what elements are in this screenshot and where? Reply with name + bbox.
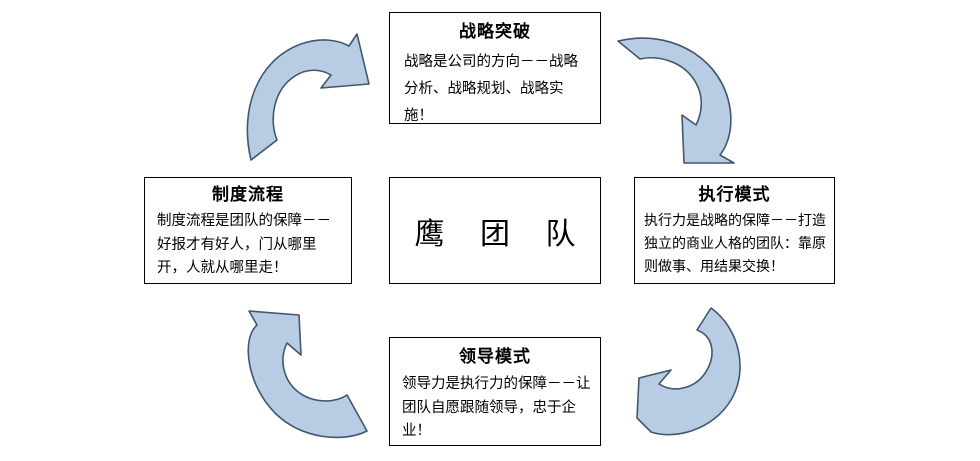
arrow-top-right-icon [617,37,735,164]
node-box-strategy[interactable]: 战略突破 战略是公司的方向－－战略分析、战略规划、战略实施！ [389,12,601,124]
node-box-execution[interactable]: 执行模式 执行力是战略的保障－－打造独立的商业人格的团队：靠原则做事、用结果交换… [634,177,835,284]
center-title: 鹰 团 队 [414,216,589,252]
arrow-top-left-icon [246,33,370,161]
arrow-bottom-right-icon [636,307,741,436]
node-body-leadership: 领导力是执行力的保障－－让团队自愿跟随领导，忠于企业！ [402,376,591,440]
node-body-system: 制度流程是团队的保障－－好报才有好人，门从哪里开，人就从哪里走！ [157,213,331,277]
node-box-center[interactable]: 鹰 团 队 [389,177,601,284]
node-body-strategy: 战略是公司的方向－－战略分析、战略规划、战略实施！ [404,54,578,124]
node-title-execution: 执行模式 [698,185,771,205]
node-title-system: 制度流程 [212,185,284,205]
node-title-leadership: 领导模式 [459,347,531,367]
node-box-system[interactable]: 制度流程 制度流程是团队的保障－－好报才有好人，门从哪里开，人就从哪里走！ [144,177,352,284]
node-box-leadership[interactable]: 领导模式 领导力是执行力的保障－－让团队自愿跟随领导，忠于企业！ [389,337,601,446]
node-body-execution: 执行力是战略的保障－－打造独立的商业人格的团队：靠原则做事、用结果交换！ [644,213,826,275]
node-title-strategy: 战略突破 [459,22,531,42]
arrow-bottom-left-icon [247,310,368,439]
